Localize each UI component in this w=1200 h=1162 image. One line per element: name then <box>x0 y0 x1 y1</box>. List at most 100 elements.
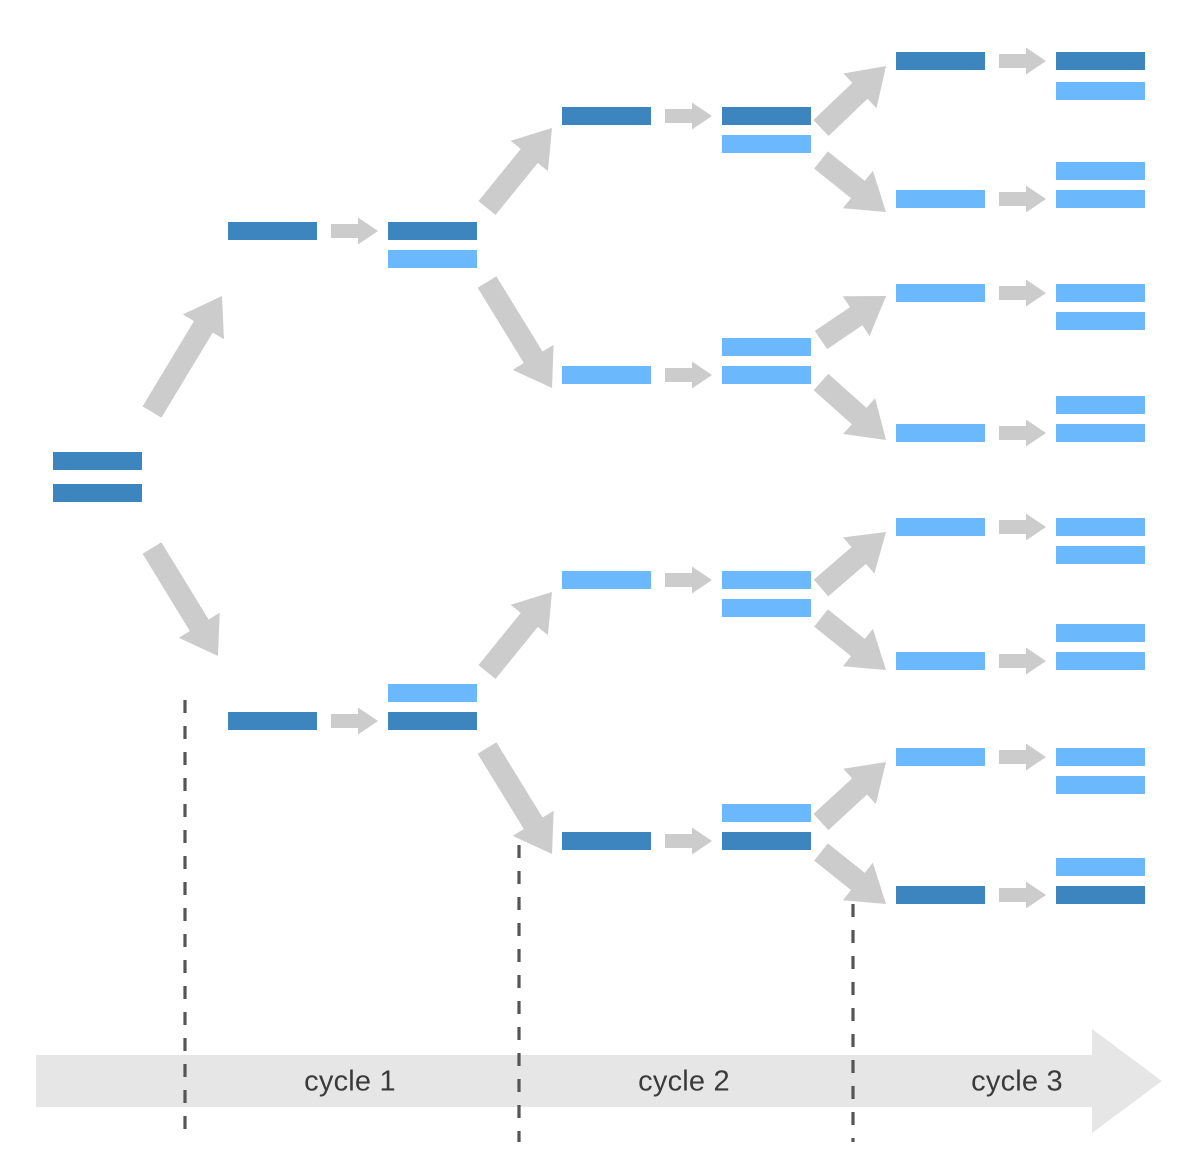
cycle3-duplex-5-template-strand-1 <box>1056 518 1145 536</box>
cycle2-duplex-4-replication-arrow <box>665 827 712 855</box>
cycle3-duplex-1-new-strand-2 <box>1056 82 1145 100</box>
cycle2-duplex-4-template-strand-2 <box>722 832 811 850</box>
cycle3-duplex-5-replication-arrow <box>999 513 1046 541</box>
cycle3-duplex-7 <box>896 743 1145 794</box>
cycle2-duplex-2-template-strand <box>562 366 651 384</box>
cycle3-duplex-1-template-strand <box>896 52 985 70</box>
branch-c2-4-to-c3-7 <box>813 762 887 831</box>
cycle3-duplex-3 <box>896 279 1145 330</box>
cycle-label-2: cycle 2 <box>638 1065 730 1098</box>
cycle1-duplex-upper-template-strand-1 <box>388 222 477 240</box>
cycle3-duplex-5-new-strand-2 <box>1056 546 1145 564</box>
cycle3-duplex-4-replication-arrow <box>999 419 1046 447</box>
branch-c2-3-to-c3-5 <box>813 532 887 597</box>
cycle3-duplex-2 <box>896 162 1145 213</box>
generation-2-cycle-2 <box>562 102 811 855</box>
cycle3-duplex-1-replication-arrow <box>999 47 1046 75</box>
branch-arrow-layer <box>142 65 887 905</box>
cycle1-duplex-upper-template-strand <box>228 222 317 240</box>
timeline-arrow-band <box>36 1029 1162 1133</box>
cycle3-duplex-6 <box>896 624 1145 675</box>
generation-0-original-duplex <box>53 452 142 502</box>
cycle1-duplex-upper-new-strand-2 <box>388 250 477 268</box>
cycle3-duplex-3-template-strand-1 <box>1056 284 1145 302</box>
cycle3-duplex-8-new-strand-1 <box>1056 858 1145 876</box>
cycle2-duplex-1-template-strand <box>562 107 651 125</box>
cycle2-duplex-2-new-strand-1 <box>722 338 811 356</box>
cycle2-duplex-3-template-strand <box>562 571 651 589</box>
branch-c2-1-to-c3-1 <box>813 65 887 136</box>
cycle1-duplex-lower-replication-arrow <box>331 707 378 735</box>
original-template-duplex-parental-strand-2 <box>53 484 142 502</box>
cycle3-duplex-5 <box>896 513 1145 564</box>
cycle2-duplex-1-template-strand-1 <box>722 107 811 125</box>
branch-c2-1-to-c3-2 <box>814 151 886 213</box>
cycle1-duplex-lower <box>228 684 477 735</box>
cycle-divider-layer <box>183 700 855 1142</box>
cycle2-duplex-4-template-strand <box>562 832 651 850</box>
dna-strand-layer <box>53 47 1145 909</box>
cycle3-duplex-6-template-strand-2 <box>1056 652 1145 670</box>
cycle1-duplex-upper <box>228 217 477 268</box>
cycle2-duplex-1-new-strand-2 <box>722 135 811 153</box>
branch-root-to-cycle1-upper <box>142 296 224 418</box>
cycle3-duplex-1-template-strand-1 <box>1056 52 1145 70</box>
cycle2-duplex-4-new-strand-1 <box>722 804 811 822</box>
cycle2-duplex-3-replication-arrow <box>665 566 712 594</box>
cycle3-duplex-4-template-strand <box>896 424 985 442</box>
cycle3-duplex-3-new-strand-2 <box>1056 312 1145 330</box>
cycle2-duplex-4 <box>562 804 811 855</box>
cycle3-duplex-6-new-strand-1 <box>1056 624 1145 642</box>
cycle3-duplex-2-replication-arrow <box>999 185 1046 213</box>
cycle3-duplex-6-replication-arrow <box>999 647 1046 675</box>
cycle-label-1: cycle 1 <box>304 1065 396 1098</box>
cycle1-duplex-lower-template-strand <box>228 712 317 730</box>
cycle3-duplex-3-template-strand <box>896 284 985 302</box>
cycle3-duplex-1 <box>896 47 1145 100</box>
cycle3-duplex-2-template-strand-2 <box>1056 190 1145 208</box>
cycle2-duplex-3-new-strand-2 <box>722 599 811 617</box>
cycle3-duplex-7-new-strand-2 <box>1056 776 1145 794</box>
cycle3-duplex-4 <box>896 396 1145 447</box>
branch-c2-2-to-c3-4 <box>813 373 887 441</box>
branch-c2-2-to-c3-3 <box>814 296 886 350</box>
cycle3-duplex-7-template-strand <box>896 748 985 766</box>
branch-c2-4-to-c3-8 <box>814 843 886 905</box>
cycle3-duplex-5-template-strand <box>896 518 985 536</box>
branch-c1lower-to-c2-3 <box>478 591 553 679</box>
cycle1-duplex-upper-replication-arrow <box>331 217 378 245</box>
cycle2-duplex-3-template-strand-1 <box>722 571 811 589</box>
cycle3-duplex-3-replication-arrow <box>999 279 1046 307</box>
generation-3-cycle-3 <box>896 47 1145 909</box>
cycle3-duplex-4-template-strand-2 <box>1056 424 1145 442</box>
cycle3-duplex-8-template-strand <box>896 886 985 904</box>
branch-c1lower-to-c2-4 <box>477 742 554 854</box>
cycle1-duplex-lower-template-strand-2 <box>388 712 477 730</box>
cycle3-duplex-7-template-strand-1 <box>1056 748 1145 766</box>
original-template-duplex-parental-strand-1 <box>53 452 142 470</box>
cycle3-duplex-8 <box>896 858 1145 909</box>
cycle-label-3: cycle 3 <box>971 1065 1063 1098</box>
cycle3-duplex-8-template-strand-2 <box>1056 886 1145 904</box>
cycle3-duplex-7-replication-arrow <box>999 743 1046 771</box>
branch-root-to-cycle1-lower <box>142 542 220 656</box>
cycle3-duplex-6-template-strand <box>896 652 985 670</box>
original-template-duplex <box>53 452 142 502</box>
cycle3-duplex-2-template-strand <box>896 190 985 208</box>
timeline-axis-layer <box>36 1029 1162 1133</box>
cycle2-duplex-2 <box>562 338 811 389</box>
cycle2-duplex-3 <box>562 566 811 617</box>
branch-c2-3-to-c3-6 <box>814 609 886 671</box>
cycle3-duplex-4-new-strand-1 <box>1056 396 1145 414</box>
cycle1-duplex-lower-new-strand-1 <box>388 684 477 702</box>
cycle3-duplex-8-replication-arrow <box>999 881 1046 909</box>
generation-1-cycle-1 <box>228 217 477 735</box>
branch-c1upper-to-c2-1 <box>478 127 553 215</box>
cycle2-duplex-1-replication-arrow <box>665 102 712 130</box>
cycle3-duplex-2-new-strand-1 <box>1056 162 1145 180</box>
branch-c1upper-to-c2-2 <box>477 276 554 388</box>
cycle2-duplex-2-template-strand-2 <box>722 366 811 384</box>
cycle2-duplex-1 <box>562 102 811 153</box>
